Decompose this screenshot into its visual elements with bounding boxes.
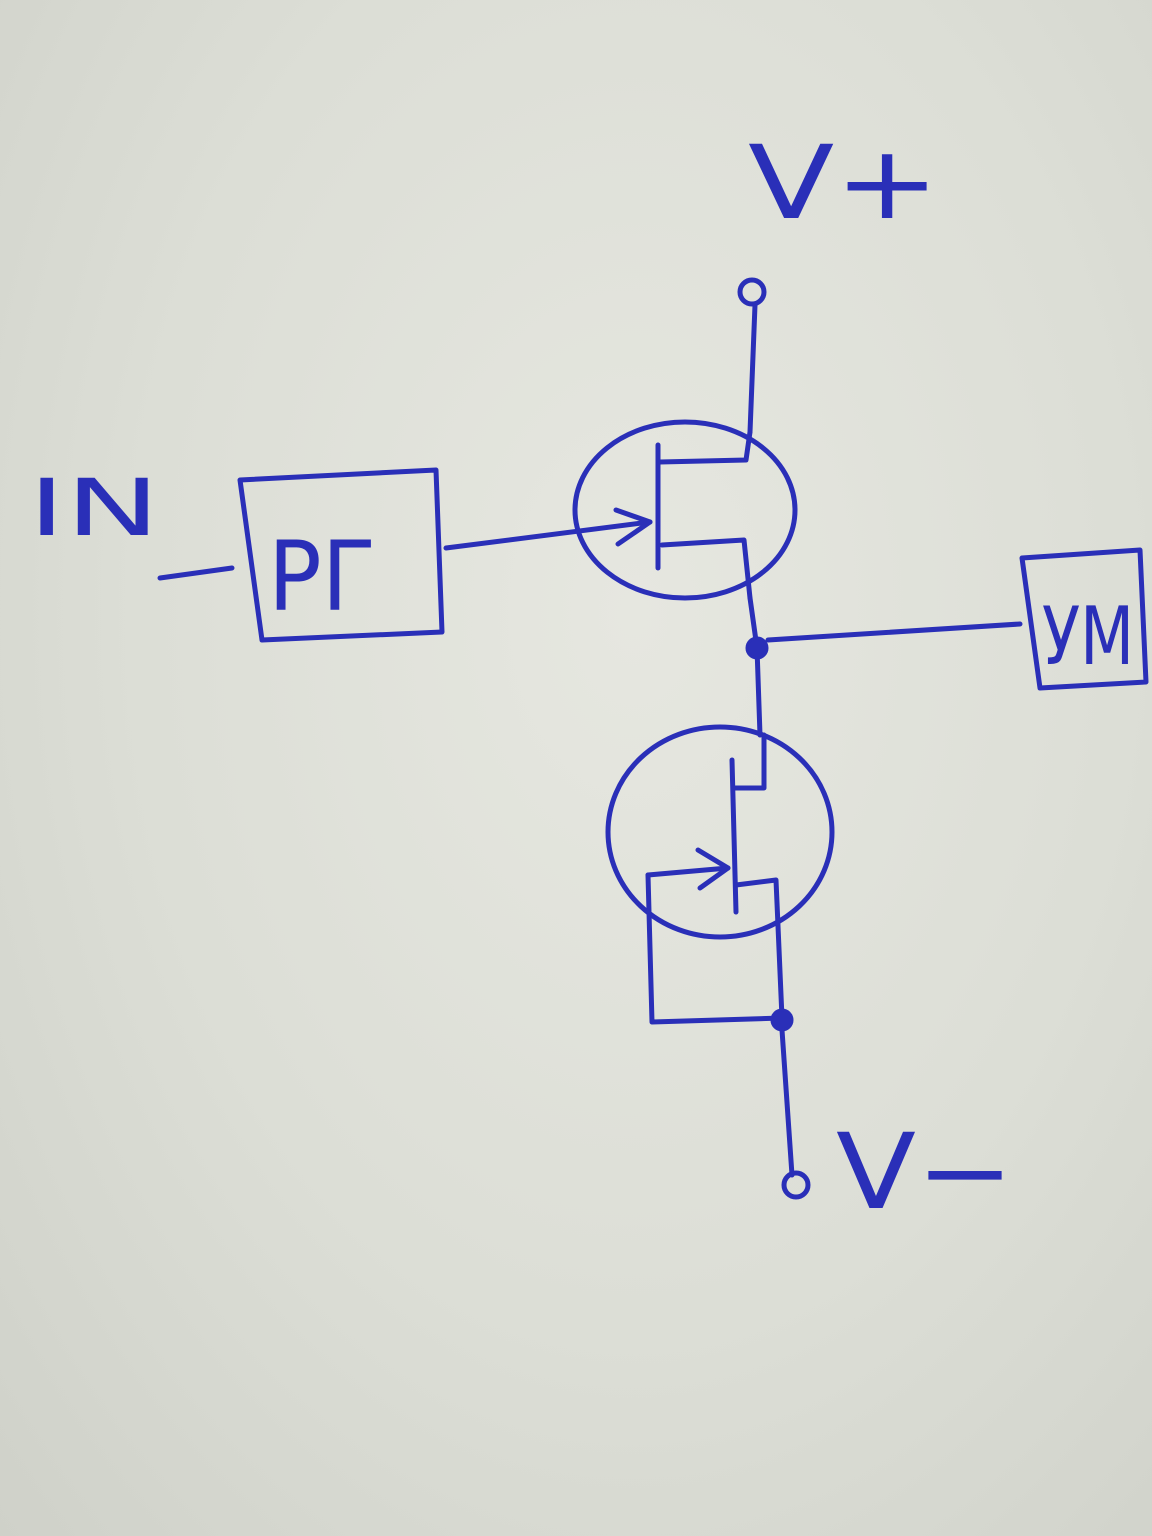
transistor-lower-envelope: [605, 724, 835, 940]
transistor-lower-drain: [731, 732, 767, 791]
gate-arrow-lower: [695, 847, 731, 891]
bias-loop: [645, 872, 785, 1025]
supply-negative-terminal: [781, 1170, 811, 1200]
supply-negative-label: V−: [836, 1111, 1014, 1233]
mid-wire: [747, 595, 763, 738]
input-label: IN: [28, 464, 160, 554]
transistor-upper-source: [659, 537, 753, 601]
transistor-lower-source: [733, 877, 785, 1021]
lower-node: [770, 1008, 794, 1032]
output-wire: [765, 621, 1023, 643]
input-wire: [157, 565, 235, 581]
supply-negative-wire: [779, 1027, 795, 1178]
supply-positive-label: V+: [748, 124, 940, 243]
transistor-lower-channel: [729, 757, 739, 915]
transistor-upper-drain: [657, 429, 753, 465]
supply-positive-terminal: [737, 277, 767, 307]
output-node: [745, 636, 769, 660]
supply-positive-wire: [747, 302, 758, 435]
transistor-upper-envelope: [572, 419, 798, 601]
regulator-block: [237, 467, 445, 643]
regulator-label: РГ: [268, 521, 376, 633]
gate-arrow-upper: [613, 507, 653, 547]
gate-wire-upper: [443, 519, 653, 551]
gate-wire-lower: [645, 865, 731, 878]
amplifier-block: [1019, 547, 1149, 691]
amplifier-label: УМ: [1042, 590, 1134, 683]
